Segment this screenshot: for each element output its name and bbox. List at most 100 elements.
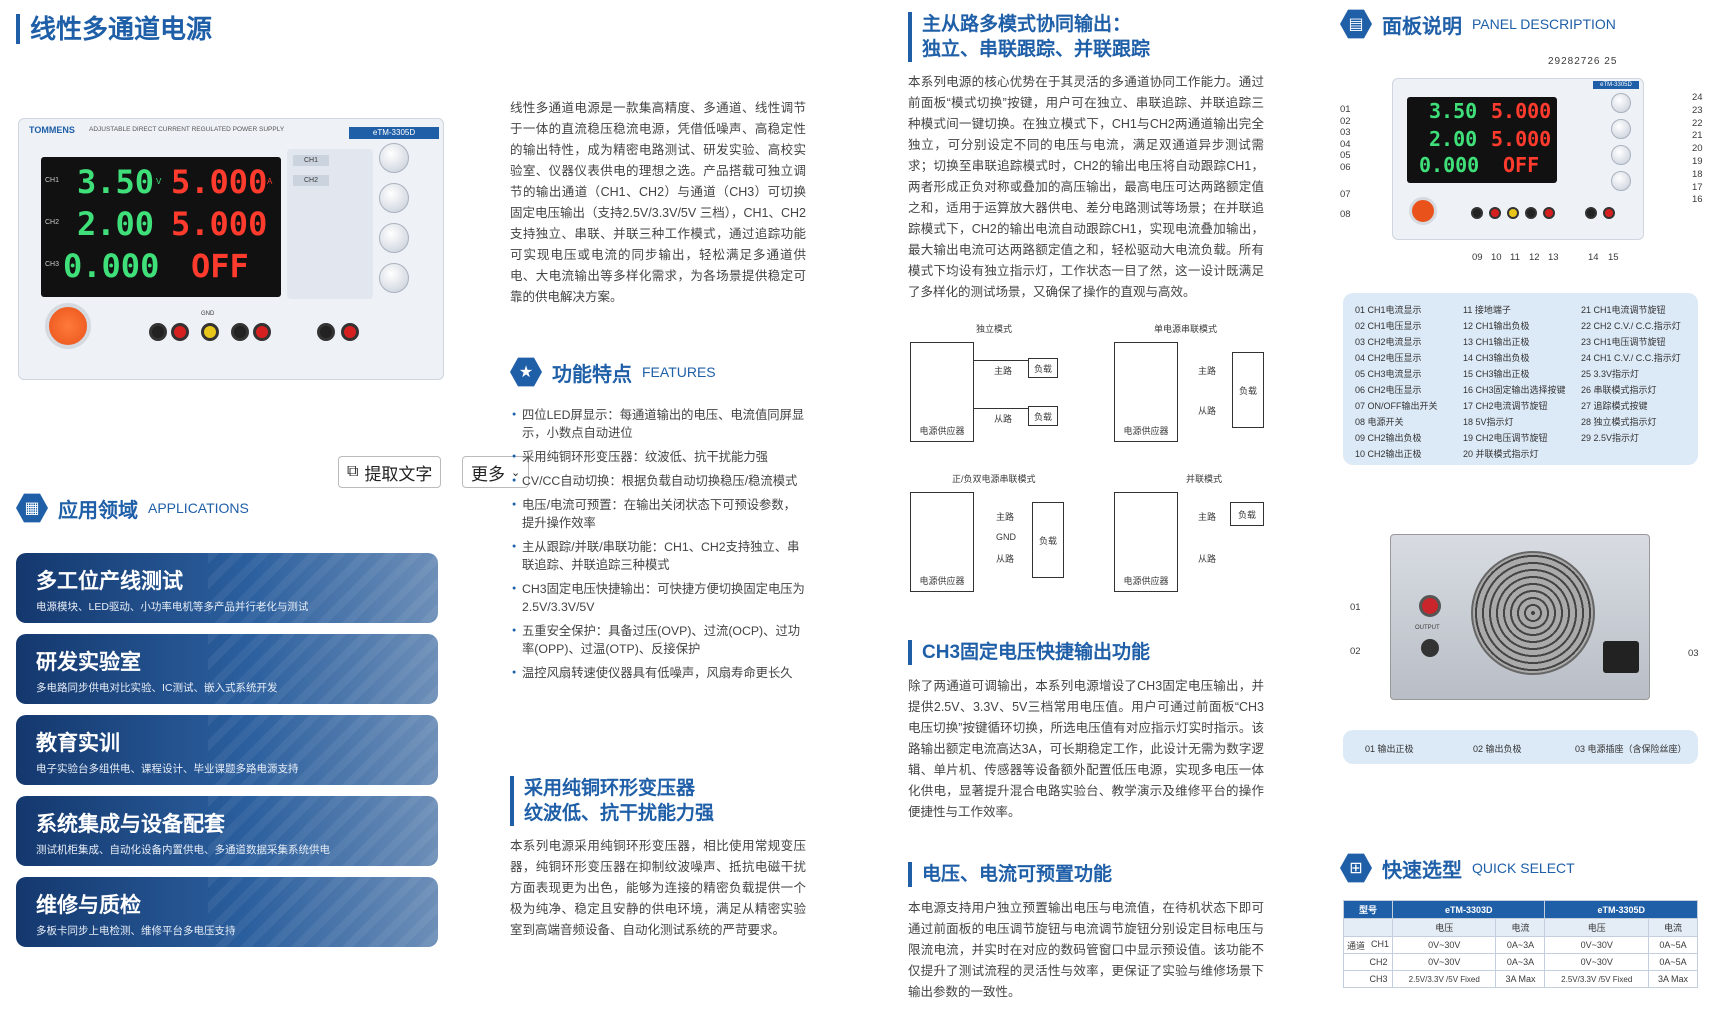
supply-box: 电源供应器	[910, 492, 974, 592]
ch1-voltage-readout: 3.50	[77, 163, 155, 201]
legend-item: 25 3.3V指示灯	[1581, 369, 1640, 379]
quick-select-title: 快速选型	[1382, 859, 1462, 882]
supply-box: 电源供应器	[1114, 492, 1178, 592]
application-card: 维修与质检多板卡同步上电检测、维修平台多电压支持	[16, 877, 438, 947]
legend-item: 07 ON/OFF输出开关	[1355, 401, 1438, 411]
table-header: eTM-3303D	[1392, 900, 1546, 919]
text-scan-icon: ⧉	[347, 463, 359, 480]
load-box: 负载	[1028, 358, 1058, 378]
legend-item: 15 CH3输出正极	[1463, 369, 1530, 379]
panel-lcd: 3.50 5.000 2.00 5.000 0.000 OFF	[1407, 97, 1557, 183]
panel-device-image: eTM-3305D 3.50 5.000 2.00 5.000 0.000 OF…	[1392, 78, 1644, 240]
applications-heading: ▦ 应用领域 APPLICATIONS	[16, 492, 249, 524]
applications-title: 应用领域	[58, 499, 138, 522]
master-label: 主路	[1198, 366, 1217, 376]
preset-paragraph: 本电源支持用户独立预置输出电压与电流值，在待机状态下即可通过前面板的电压调节旋钮…	[908, 901, 1264, 999]
more-label: 更多	[471, 464, 505, 484]
rear-callout: 01	[1350, 602, 1361, 613]
slave-label: 从路	[996, 554, 1015, 564]
list-item: CV/CC自动切换：根据负载自动切换稳压/稳流模式	[512, 472, 808, 490]
legend-item: 17 CH2电流调节旋钮	[1463, 401, 1548, 411]
star-icon: ★	[510, 357, 542, 387]
ch3-label: CH3	[45, 261, 60, 268]
ch2-button: CH2	[293, 175, 329, 186]
table-icon: ⊞	[1340, 853, 1372, 883]
terminal-icon	[149, 323, 167, 341]
legend-item: 14 CH3输出负极	[1463, 353, 1530, 363]
output-positive-icon	[1419, 595, 1441, 617]
list-item: 温控风扇转速使仪器具有低噪声，风扇寿命更长久	[512, 664, 808, 682]
power-supply-front-image: TOMMENS ADJUSTABLE DIRECT CURRENT REGULA…	[18, 118, 444, 380]
legend-item: 03 CH2电流显示	[1355, 337, 1422, 347]
legend-item: 23 CH1电压调节旋钮	[1581, 337, 1666, 347]
legend-item: 04 CH2电压显示	[1355, 353, 1422, 363]
ch3-current-readout: OFF	[191, 247, 249, 285]
table-header: eTM-3305D	[1544, 900, 1698, 919]
legend-item: 16 CH3固定输出选择按键	[1463, 385, 1566, 395]
extract-text-label: 提取文字	[364, 464, 433, 484]
legend-item: 08 电源开关	[1355, 417, 1404, 427]
unit-a-icon: A	[267, 177, 273, 186]
legend-item: 13 CH1输出正极	[1463, 337, 1530, 347]
extract-text-button[interactable]: ⧉ 提取文字	[338, 456, 442, 488]
list-item: 四位LED屏显示：每通道输出的电压、电流值同屏显示，小数点自动进位	[512, 406, 808, 442]
ch1-label: CH1	[45, 177, 60, 184]
intro-paragraph: 线性多通道电源是一款集高精度、多通道、线性调节于一体的直流稳压稳流电源，凭借低噪…	[510, 101, 806, 304]
diagram-title: 正/负双电源串联模式	[952, 474, 1036, 484]
quick-select-title-en: QUICK SELECT	[1472, 860, 1575, 876]
master-label: 主路	[1198, 512, 1217, 522]
transformer-heading: 采用纯铜环形变压器 纹波低、抗干扰能力强	[510, 776, 714, 826]
ch3-heading: CH3固定电压快捷输出功能	[908, 640, 1150, 665]
list-item: 电压/电流可预置：在输出关闭状态下可预设参数，提升操作效率	[512, 496, 808, 532]
legend-item: 22 CH2 C.V./ C.C.指示灯	[1581, 321, 1681, 331]
ch1-current-knob	[379, 183, 409, 213]
modes-title-1: 主从路多模式协同输出：	[922, 14, 1132, 35]
panel-title: 面板说明	[1382, 15, 1462, 38]
ch1-current-readout: 5.000	[171, 163, 268, 201]
slave-label: 从路	[994, 414, 1013, 424]
device-model: eTM-3305D	[349, 127, 439, 139]
application-card: 多工位产线测试电源模块、LED驱动、小功率电机等多产品并行老化与测试	[16, 553, 438, 623]
master-label: 主路	[994, 366, 1013, 376]
brand-logo: TOMMENS	[29, 125, 75, 135]
terminal-icon	[341, 323, 359, 341]
terminal-icon	[201, 323, 219, 341]
rear-panel-diagram: OUTPUT 01 02 03	[1340, 524, 1710, 704]
panel-icon: ▤	[1340, 9, 1372, 39]
device-subtitle: ADJUSTABLE DIRECT CURRENT REGULATED POWE…	[89, 126, 285, 133]
master-label: 主路	[996, 512, 1015, 522]
legend-item: 27 追踪模式按键	[1581, 401, 1648, 411]
page-title: 线性多通道电源	[16, 14, 212, 44]
legend-item: 29 2.5V指示灯	[1581, 433, 1640, 443]
list-item: 采用纯铜环形变压器：纹波低、抗干扰能力强	[512, 448, 808, 466]
features-heading: ★ 功能特点 FEATURES	[510, 356, 716, 388]
transformer-title-2: 纹波低、抗干扰能力强	[524, 803, 715, 824]
terminal-icon	[231, 323, 249, 341]
load-box: 负载	[1230, 502, 1264, 526]
features-title-en: FEATURES	[642, 364, 716, 380]
legend-item: 20 并联模式指示灯	[1463, 449, 1539, 459]
list-item: 五重安全保护：具备过压(OVP)、过流(OCP)、过功率(OPP)、过温(OTP…	[512, 622, 808, 658]
legend-item: 11 接地端子	[1463, 305, 1511, 315]
grid-apps-icon: ▦	[16, 493, 48, 523]
load-box: 负载	[1232, 352, 1264, 428]
output-label: OUTPUT	[1415, 625, 1440, 631]
slave-label: 从路	[1198, 406, 1217, 416]
fan-icon	[1471, 551, 1595, 675]
power-button-icon	[45, 303, 91, 349]
legend-item: 09 CH2输出负极	[1355, 433, 1422, 443]
table-header: 型号	[1342, 900, 1394, 919]
legend-item: 10 CH2输出正极	[1355, 449, 1422, 459]
modes-title-2: 独立、串联跟踪、并联跟踪	[922, 39, 1151, 60]
modes-heading: 主从路多模式协同输出： 独立、串联跟踪、并联跟踪	[908, 12, 1150, 62]
panel-device-model: eTM-3305D	[1593, 81, 1639, 89]
power-socket-icon	[1603, 641, 1639, 673]
applications-title-en: APPLICATIONS	[148, 500, 249, 516]
unit-v-icon: V	[156, 177, 162, 186]
legend-item: 05 CH3电流显示	[1355, 369, 1422, 379]
legend-item: 02 CH1电压显示	[1355, 321, 1422, 331]
modes-paragraph: 本系列电源的核心优势在于其灵活的多通道协同工作能力。通过前面板“模式切换”按键，…	[908, 75, 1264, 299]
